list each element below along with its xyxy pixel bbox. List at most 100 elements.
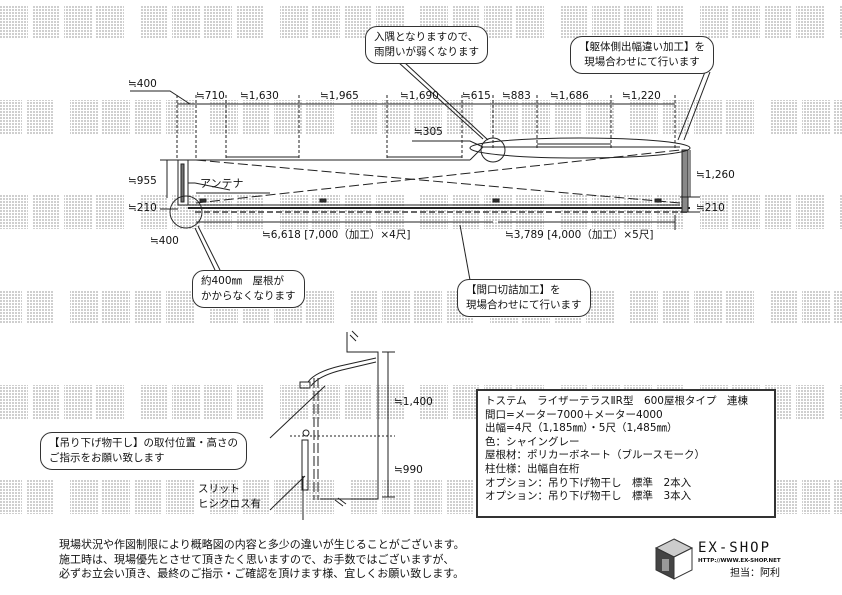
watermark-glyph (96, 385, 124, 419)
watermark-glyph (236, 5, 264, 39)
width-left-label: ≒6,618 [7,000（加工）×4尺] (262, 229, 411, 241)
top-dimension-lines (130, 90, 676, 160)
watermark-mark (560, 5, 684, 39)
watermark-glyph (662, 290, 690, 324)
watermark-glyph (280, 5, 308, 39)
watermark-glyph (172, 5, 200, 39)
watermark-glyph (32, 195, 60, 229)
watermark-glyph (446, 480, 474, 514)
callout-inner-corner: 入隅となりますので、 雨閉いが弱くなります (365, 26, 488, 64)
ex-shop-logo: EX-SHOP HTTP://WWW.EX-SHOP.NET 担当：阿利 (652, 535, 787, 583)
watermark-glyph (204, 385, 232, 419)
watermark-glyph (0, 100, 22, 134)
watermark-glyph (210, 480, 238, 514)
watermark-glyph (452, 385, 480, 419)
callout-line: 【吊り下げ物干し】の取付位置・高さの (49, 437, 238, 449)
watermark-glyph (242, 480, 270, 514)
watermark-glyph (0, 480, 22, 514)
watermark-mark (630, 290, 754, 324)
watermark-glyph (70, 100, 98, 134)
watermark-glyph (802, 100, 830, 134)
note-line: 施工時は、現場優先とさせて頂きたく思いますので、お手数ではございますが、 (59, 552, 455, 566)
watermark-glyph (764, 5, 792, 39)
dim-305: ≒305 (414, 126, 443, 138)
spec-line: オプション：吊り下げ物干し 標準 2本入 (485, 476, 692, 489)
dim-top-2: ≒1,630 (240, 90, 279, 102)
watermark-mark (280, 5, 404, 39)
watermark-glyph (796, 195, 824, 229)
watermark-glyph (490, 100, 518, 134)
watermark-mark (280, 385, 404, 419)
watermark-glyph (834, 480, 842, 514)
watermark-glyph (102, 290, 130, 324)
watermark-glyph (732, 195, 760, 229)
watermark-glyph (166, 290, 194, 324)
watermark-glyph (306, 100, 334, 134)
watermark-glyph (694, 100, 722, 134)
watermark-mark (770, 290, 842, 324)
watermark-mark (350, 290, 474, 324)
watermark-glyph (694, 290, 722, 324)
watermark-glyph (172, 385, 200, 419)
watermark-glyph (134, 480, 162, 514)
watermark-glyph (700, 195, 728, 229)
dim-top-5: ≒615 (462, 90, 491, 102)
watermark-glyph (64, 195, 92, 229)
dim-top-8: ≒1,220 (622, 90, 661, 102)
spec-line: 屋根材：ポリカーボネート（ブルースモーク） (485, 449, 705, 462)
watermark-glyph (414, 480, 442, 514)
dim-top-7: ≒1,686 (550, 90, 589, 102)
spec-line: オプション：吊り下げ物干し 標準 3本入 (485, 490, 692, 503)
watermark-glyph (134, 100, 162, 134)
callout-line: 【躯体側出幅違い加工】を (579, 41, 705, 53)
watermark-glyph (166, 100, 194, 134)
note-line: 現場状況や作図制限により概略図の内容と多少の違いが生じることがございます。 (59, 538, 465, 551)
watermark-mark (840, 195, 842, 229)
spec-box: トステム ライザーテラスⅡR型 600屋根タイプ 連棟 間口=メーター7000＋… (476, 389, 776, 518)
roof-plan (169, 137, 691, 229)
watermark-glyph (840, 195, 842, 229)
width-right-label: ≒3,789 [4,000（加工）×5尺] (505, 229, 654, 241)
watermark-glyph (382, 290, 410, 324)
callout-leaders (194, 61, 711, 281)
dim-210-left: ≒210 (128, 202, 157, 214)
watermark-mark (770, 480, 842, 514)
watermark-glyph (662, 100, 690, 134)
watermark-mark (70, 100, 194, 134)
dim-1260: ≒1,260 (696, 169, 735, 181)
disclaimer-notes: 現場状況や作図制限により概略図の内容と多少の違いが生じることがございます。 施工… (59, 538, 465, 582)
watermark-glyph (624, 5, 652, 39)
watermark-mark (70, 290, 194, 324)
watermark-glyph (834, 100, 842, 134)
watermark-glyph (0, 385, 28, 419)
dim-210-right: ≒210 (696, 202, 725, 214)
watermark-mark (840, 385, 842, 419)
watermark-glyph (414, 100, 442, 134)
watermark-mark (140, 5, 264, 39)
watermark-glyph (770, 100, 798, 134)
callout-line: ご指示をお願い致します (49, 452, 165, 464)
watermark-glyph (70, 480, 98, 514)
watermark-glyph (376, 385, 404, 419)
watermark-glyph (312, 385, 340, 419)
watermark-glyph (96, 195, 124, 229)
watermark-glyph (802, 290, 830, 324)
watermark-glyph (484, 5, 512, 39)
logo-name: EX-SHOP (698, 540, 772, 556)
watermark-glyph (630, 100, 658, 134)
watermark-mark (700, 5, 824, 39)
callout-line: 約400㎜ 屋根が (201, 275, 285, 287)
watermark-glyph (26, 480, 54, 514)
watermark-glyph (102, 100, 130, 134)
watermark-glyph (586, 100, 614, 134)
watermark-glyph (700, 5, 728, 39)
watermark-glyph (344, 385, 372, 419)
watermark-glyph (834, 290, 842, 324)
watermark-glyph (764, 195, 792, 229)
watermark-glyph (560, 5, 588, 39)
watermark-mark (210, 100, 334, 134)
watermark-glyph (796, 5, 824, 39)
watermark-glyph (586, 290, 614, 324)
dim-955: ≒955 (128, 175, 157, 187)
watermark-glyph (630, 290, 658, 324)
